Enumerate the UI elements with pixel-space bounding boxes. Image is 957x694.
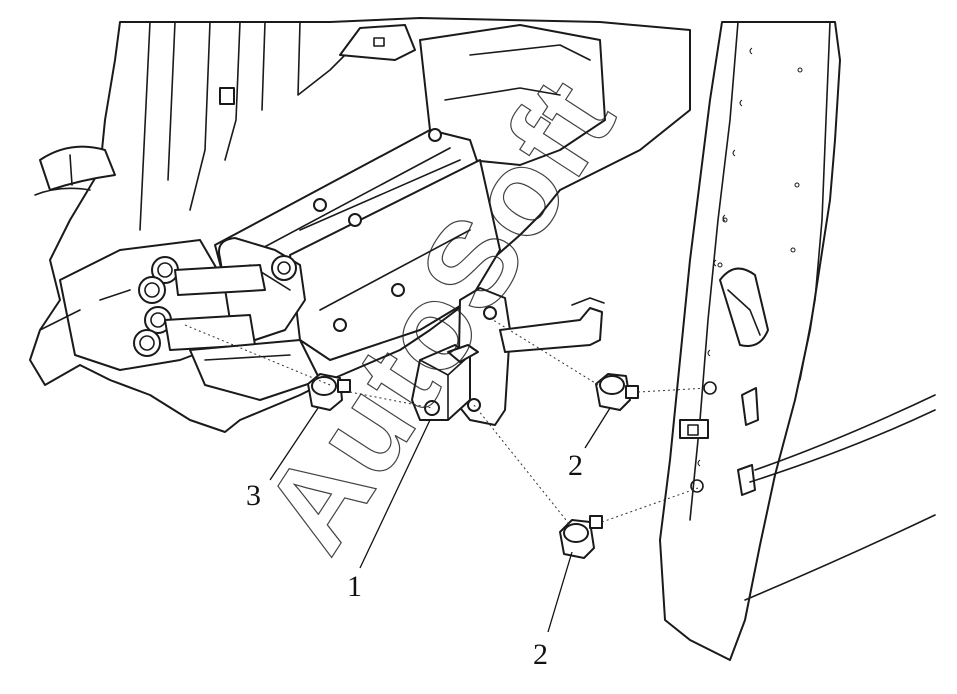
callout-2-lower: 2: [533, 638, 548, 671]
door-check-arm-part-1: [411, 287, 605, 426]
body-pillar-structure: [29, 17, 691, 433]
callout-1: 1: [347, 570, 362, 603]
door-inner-panel: [659, 21, 936, 661]
assembly-dashed-lines: [184, 317, 709, 526]
callout-leaders: [269, 407, 611, 633]
callout-3: 3: [246, 479, 261, 512]
callout-2-upper: 2: [568, 449, 583, 482]
bolt-part-2-upper: [595, 373, 639, 411]
hinge-bolt-cluster: [133, 256, 266, 357]
bolt-part-2-lower: [559, 515, 603, 559]
bolt-part-3: [307, 373, 351, 411]
